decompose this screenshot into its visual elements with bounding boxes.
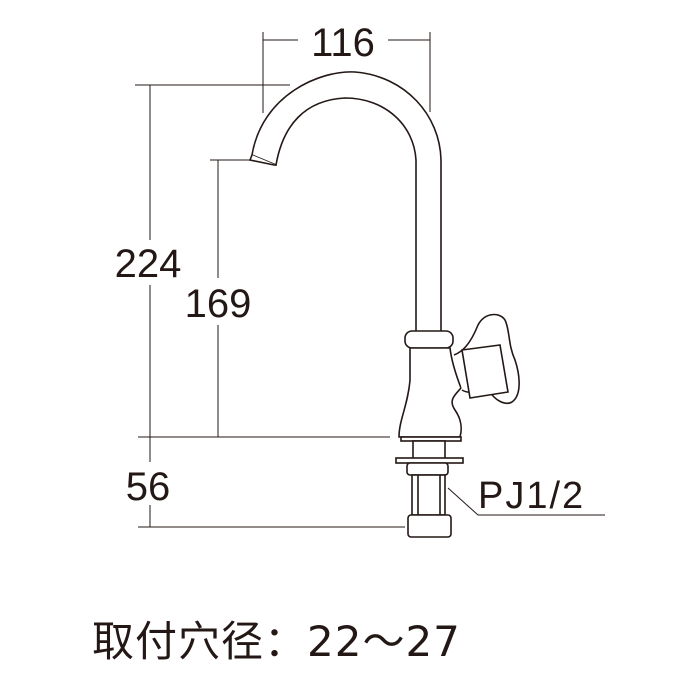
- spout-tip: [248, 154, 276, 166]
- dim-224-label: 224: [115, 242, 182, 286]
- valve-body: [398, 347, 462, 438]
- dimension-lines: [135, 32, 605, 528]
- faucet-drawing: [248, 71, 520, 538]
- handle-hub: [461, 344, 509, 399]
- lock-nut: [406, 462, 449, 476]
- thread-spec-label: PJ1/2: [478, 475, 585, 517]
- dim-116-label: 116: [311, 21, 375, 65]
- dim-169-label: 169: [185, 282, 252, 326]
- collar: [404, 330, 454, 349]
- mounting-hole-diameter-caption: 取付穴径：22～27: [92, 617, 461, 666]
- upper-stem: [412, 440, 446, 461]
- spout: [251, 71, 442, 333]
- thread-leader-line: [447, 487, 605, 516]
- dim-56-label: 56: [126, 465, 171, 509]
- end-nut: [407, 514, 452, 538]
